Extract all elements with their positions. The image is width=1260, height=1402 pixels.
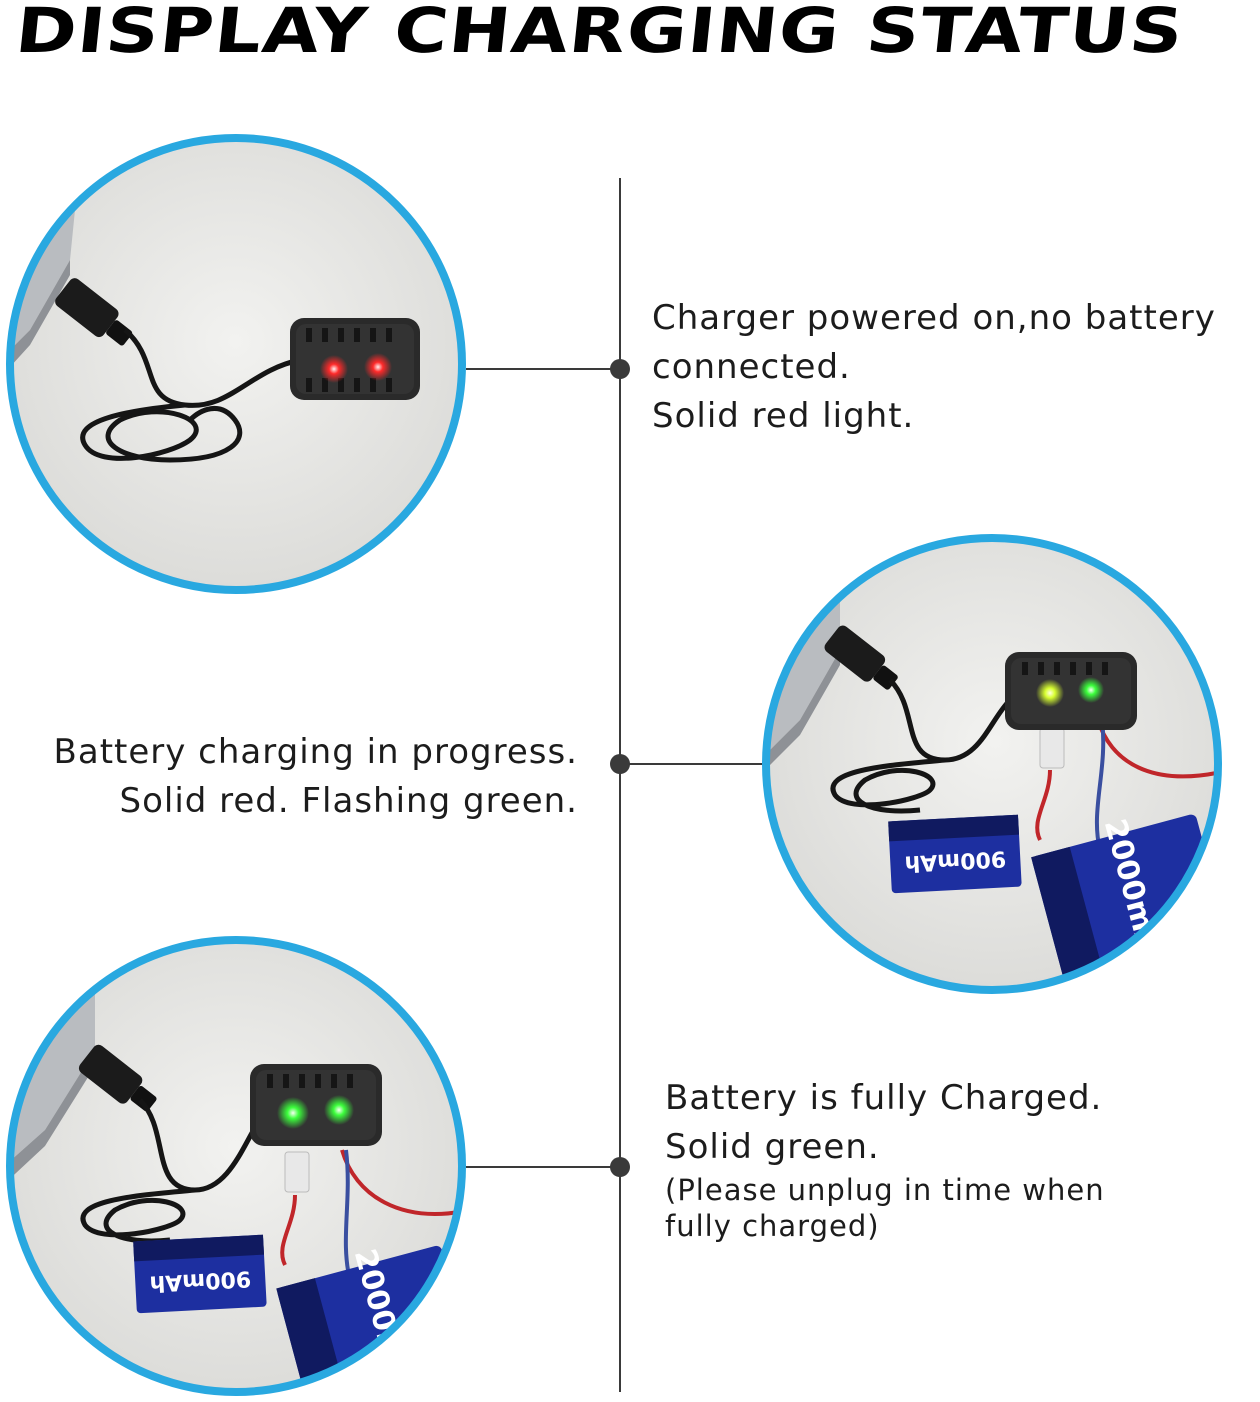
balance-plug <box>284 1151 310 1193</box>
timeline-node-2 <box>610 754 630 774</box>
photo-charger-no-battery <box>6 134 466 594</box>
timeline-node-3 <box>610 1157 630 1177</box>
step-1-line-3: Solid red light. <box>652 396 915 436</box>
charger-box <box>250 1064 382 1146</box>
led-green-1 <box>277 1097 309 1129</box>
timeline-node-1 <box>610 359 630 379</box>
step-3-line-1: Battery is fully Charged. <box>665 1078 1103 1118</box>
photo-charging-in-progress: 900mAh 2000mAh <box>762 534 1222 994</box>
step-3-caption: Battery is fully Charged. Solid green. (… <box>665 1074 1105 1244</box>
step-2-line-2: Solid red. Flashing green. <box>119 781 578 821</box>
step-3-note-line-2: fully charged) <box>665 1209 880 1243</box>
led-green-2 <box>1078 677 1104 703</box>
step-3-line-2: Solid green. <box>665 1127 880 1167</box>
usb-plug <box>55 278 133 346</box>
charger-box <box>290 318 420 400</box>
step-1-caption: Charger powered on,no battery connected.… <box>652 294 1216 441</box>
usb-plug <box>78 1044 157 1112</box>
step-1-line-1: Charger powered on,no battery <box>652 298 1216 338</box>
connector-step-1 <box>466 359 630 379</box>
battery-small: 900mAh <box>133 1234 267 1314</box>
photo-frame-3 <box>6 936 466 1396</box>
balance-plug <box>1039 727 1065 769</box>
battery-small-label: 900mAh <box>904 845 1007 875</box>
battery-small: 900mAh <box>888 814 1022 894</box>
step-3-note-line-1: (Please unplug in time when <box>665 1173 1105 1207</box>
photo-frame-1 <box>6 134 466 594</box>
led-green-1 <box>1036 679 1064 707</box>
step-2-line-1: Battery charging in progress. <box>53 732 578 772</box>
charger-box <box>1005 652 1137 730</box>
led-green-2 <box>324 1095 354 1125</box>
battery-small-label: 900mAh <box>149 1265 252 1295</box>
led-red-2 <box>364 353 392 381</box>
photo-fully-charged: 900mAh 2000mAh <box>6 936 466 1396</box>
step-2-caption: Battery charging in progress. Solid red.… <box>40 728 578 826</box>
led-red-1 <box>320 355 348 383</box>
connector-step-2 <box>610 754 762 774</box>
step-1-line-2: connected. <box>652 347 851 387</box>
photo-frame-2 <box>762 534 1222 994</box>
connector-step-3 <box>466 1157 630 1177</box>
